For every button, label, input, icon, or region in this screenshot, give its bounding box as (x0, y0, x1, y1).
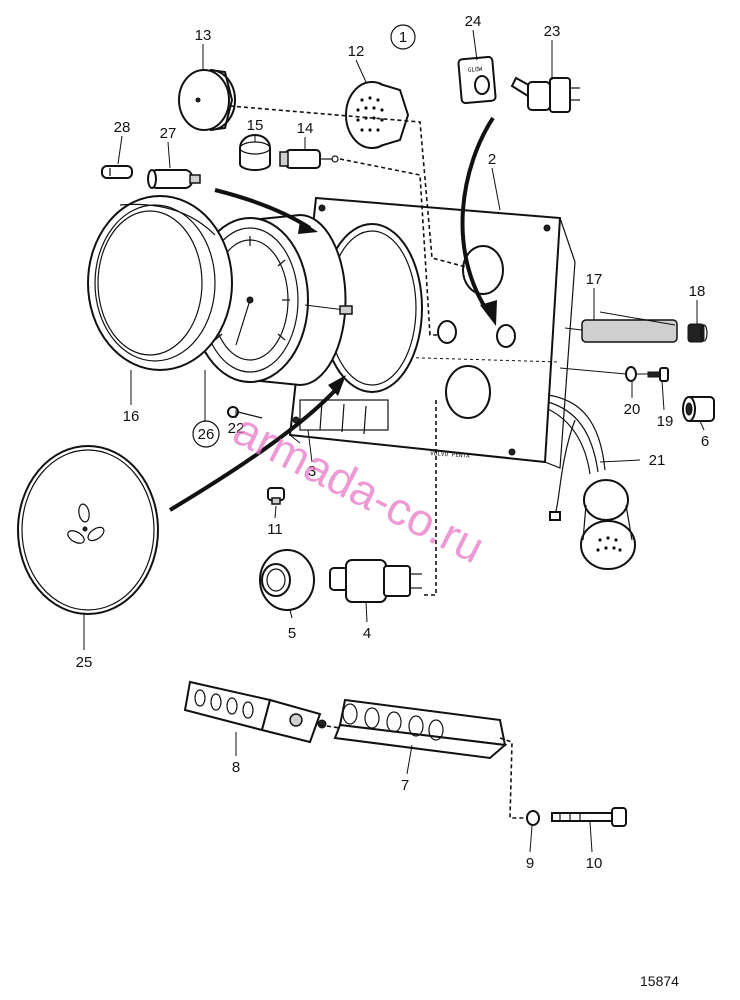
callout-8: 8 (232, 759, 240, 776)
callout-4: 4 (363, 625, 371, 642)
connector-13 (178, 69, 236, 131)
callout-20: 20 (624, 401, 641, 418)
gauge-instrument (191, 213, 353, 387)
bulb-holder-27 (147, 169, 201, 189)
callout-14: 14 (297, 120, 314, 137)
assembly-lines (168, 105, 648, 819)
multipin-connector-12 (345, 81, 410, 149)
callout-11: 11 (267, 521, 283, 538)
callout-9: 9 (526, 855, 534, 872)
callout-22: 22 (228, 420, 245, 437)
glow-plate-24: GLOW (457, 55, 497, 105)
callout-26: 26 (198, 426, 215, 443)
callout-21: 21 (649, 452, 666, 469)
callout-3: 3 (308, 463, 316, 480)
propeller-icon (67, 503, 105, 544)
callout-16: 16 (123, 408, 140, 425)
bracket-8 (183, 680, 327, 744)
panel-text: VOLVO PENTA (430, 450, 471, 460)
cover-plate (17, 445, 159, 615)
callout-1: 1 (399, 29, 407, 46)
callout-2: 2 (488, 151, 496, 168)
leader-lines (83, 29, 705, 853)
callout-labels: 1 2 3 4 5 6 7 8 9 10 11 12 13 14 15 16 1… (76, 13, 710, 872)
screw-10 (551, 807, 627, 827)
screw-19 (647, 367, 669, 382)
callout-27: 27 (160, 125, 177, 142)
bulb-28 (101, 165, 133, 179)
bracket-7 (333, 698, 508, 760)
group-circle (390, 24, 416, 50)
callout-12: 12 (348, 43, 365, 60)
bezel-ring (87, 195, 233, 371)
callout-7: 7 (401, 777, 409, 794)
lamp-holder-14 (279, 149, 339, 169)
callout-17: 17 (586, 271, 603, 288)
callout-5: 5 (288, 625, 296, 642)
callout-28: 28 (114, 119, 131, 136)
drawing-number: 15874 (640, 973, 679, 989)
callout-19: 19 (657, 413, 674, 430)
callout-25: 25 (76, 654, 93, 671)
callout-23: 23 (544, 23, 561, 40)
washer-20 (625, 366, 637, 382)
washer-9 (526, 810, 540, 826)
callout-24: 24 (465, 13, 482, 30)
resistor-17 (564, 311, 678, 343)
nut-18 (687, 323, 708, 343)
callout-18: 18 (689, 283, 706, 300)
callout-26-circle (192, 420, 220, 448)
switch-23 (510, 76, 580, 113)
knob-5 (259, 549, 315, 611)
callout-15: 15 (247, 117, 264, 134)
callout-6: 6 (701, 433, 709, 450)
glow-label: GLOW (468, 66, 483, 74)
callout-10: 10 (586, 855, 603, 872)
bulb-11 (267, 487, 285, 505)
sleeve-6 (682, 396, 715, 422)
cable-harness-21 (547, 394, 636, 570)
switch-4 (329, 559, 422, 603)
callout-13: 13 (195, 27, 212, 44)
